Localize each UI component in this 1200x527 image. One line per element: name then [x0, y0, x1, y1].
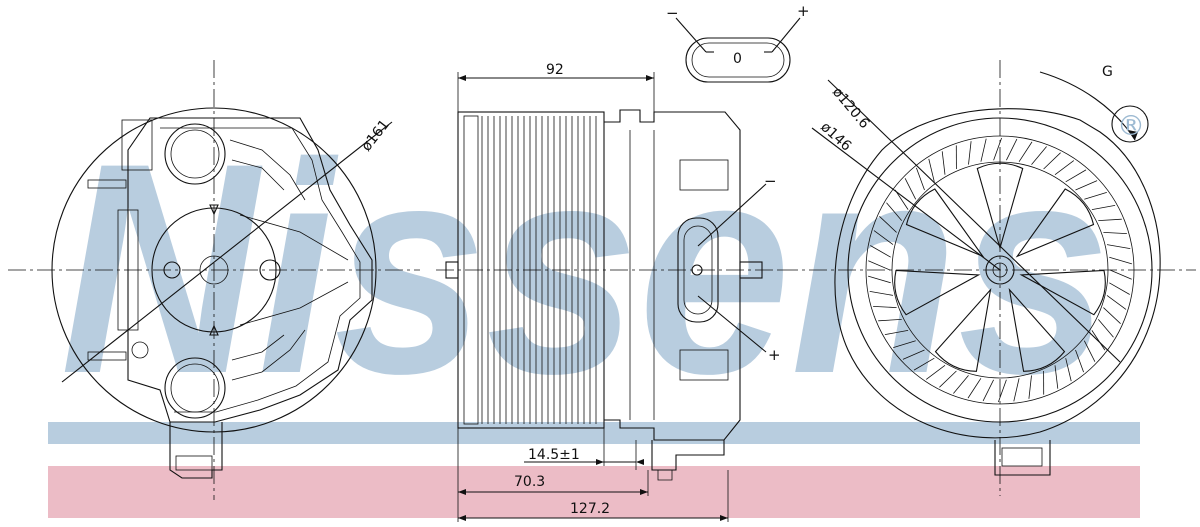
- fan-blade: [953, 375, 969, 394]
- fan-blade: [916, 167, 925, 191]
- fan-blade: [904, 178, 917, 200]
- fan-blade: [894, 189, 909, 210]
- fan-blade: [1109, 282, 1130, 295]
- fan-blade: [1043, 152, 1061, 170]
- fan-blade: [968, 141, 972, 165]
- registered-mark: ®: [1117, 109, 1145, 142]
- fan-blade: [1013, 378, 1020, 402]
- side-view: 92 − + 14.5±1: [436, 62, 781, 522]
- fan-blade: [1054, 160, 1075, 176]
- side-plus-label: +: [768, 346, 781, 364]
- fan-blade: [1018, 141, 1033, 162]
- connector-center-label: 0: [733, 51, 742, 67]
- connector-plus-label: +: [797, 2, 810, 20]
- spoke: [1015, 188, 1095, 258]
- fan-blade: [1083, 340, 1096, 362]
- fan-blade: [1084, 192, 1107, 200]
- diameter-leader: [61, 121, 393, 383]
- fan-blade: [867, 275, 891, 284]
- fan-blade: [1106, 244, 1131, 249]
- fan-blade: [1075, 349, 1084, 373]
- dim-14-label: 14.5±1: [528, 447, 580, 463]
- spoke: [905, 188, 985, 258]
- fan-blade: [1109, 256, 1133, 265]
- dim-127-label: 127.2: [570, 501, 610, 517]
- spoke: [1008, 287, 1066, 372]
- fan-blade: [1006, 138, 1018, 161]
- rear-view: ø120.6 ø146 G ®: [780, 60, 1196, 496]
- fan-blade: [1028, 375, 1032, 399]
- spoke: [934, 287, 992, 372]
- connector-face: − + 0: [666, 2, 810, 83]
- fan-blade: [928, 158, 935, 182]
- fan-blade: [1109, 269, 1132, 280]
- watermark-blue-band: [48, 422, 1140, 444]
- fan-blade: [873, 230, 894, 245]
- impeller-blades: [481, 116, 597, 424]
- fan-blade: [1098, 218, 1122, 221]
- side-minus-label: −: [764, 172, 777, 190]
- fan-blade: [939, 370, 957, 388]
- fan-blade: [993, 137, 1002, 161]
- fan-blade: [878, 319, 902, 322]
- fan-blade: [893, 340, 916, 348]
- fan-blade: [1097, 319, 1114, 338]
- fan-blade: [925, 364, 946, 380]
- spoke: [1019, 269, 1106, 316]
- fan-blade: [886, 202, 903, 221]
- dim-92-label: 92: [546, 62, 564, 78]
- fan-blade: [1054, 365, 1059, 389]
- fan-blade: [1091, 205, 1116, 210]
- fan-blade: [869, 291, 894, 296]
- fan-blade: [879, 216, 897, 233]
- fan-blade: [902, 349, 925, 360]
- fan-blade: [1091, 330, 1106, 351]
- fan-blade: [941, 151, 946, 175]
- fan-blade: [873, 306, 897, 308]
- fan-blade: [982, 379, 994, 402]
- fan-blade: [1103, 307, 1121, 324]
- fan-blade: [1065, 169, 1087, 183]
- fan-blade: [1103, 232, 1127, 234]
- fan-blade: [967, 378, 982, 399]
- fan-blade: [998, 379, 1007, 403]
- spoke: [894, 269, 981, 316]
- connector-minus-label: −: [666, 4, 679, 22]
- fan-blades: [867, 137, 1133, 403]
- dim-70-label: 70.3: [514, 474, 545, 490]
- svg-text:Nissens: Nissens: [60, 100, 1110, 436]
- spokes: [894, 162, 1106, 372]
- fan-blade: [980, 138, 987, 162]
- rotation-symbol: G: [1102, 64, 1113, 80]
- spoke: [976, 162, 1024, 251]
- fan-blade: [884, 330, 909, 335]
- watermark-logo: Nissens: [60, 100, 1110, 436]
- fan-blade: [1065, 358, 1072, 382]
- fan-blade: [870, 245, 891, 258]
- fan-blade: [1031, 146, 1047, 165]
- fan-blade: [913, 357, 935, 371]
- fan-blade: [868, 260, 891, 271]
- fan-blade: [1106, 295, 1127, 310]
- fan-blade: [1075, 180, 1098, 191]
